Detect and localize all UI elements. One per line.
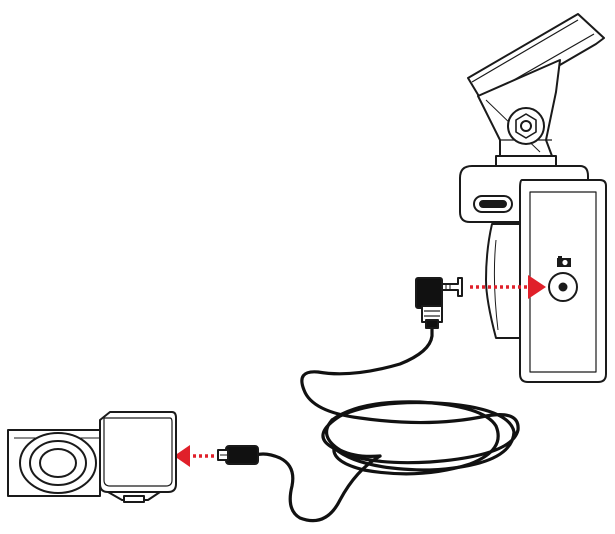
arrow-plug-into-dashcam xyxy=(470,275,546,299)
rear-camera-cable xyxy=(254,322,520,523)
rear-camera-port xyxy=(548,256,578,302)
mini-usb-plug xyxy=(217,445,259,465)
front-dashcam xyxy=(459,165,607,383)
right-angle-plug xyxy=(415,277,463,329)
windshield-mount xyxy=(467,13,605,169)
rear-camera-lens xyxy=(19,432,97,494)
rear-camera xyxy=(7,411,177,503)
rear-camera-port-icon xyxy=(557,256,571,267)
arrow-plug-into-rear-camera xyxy=(174,445,214,467)
